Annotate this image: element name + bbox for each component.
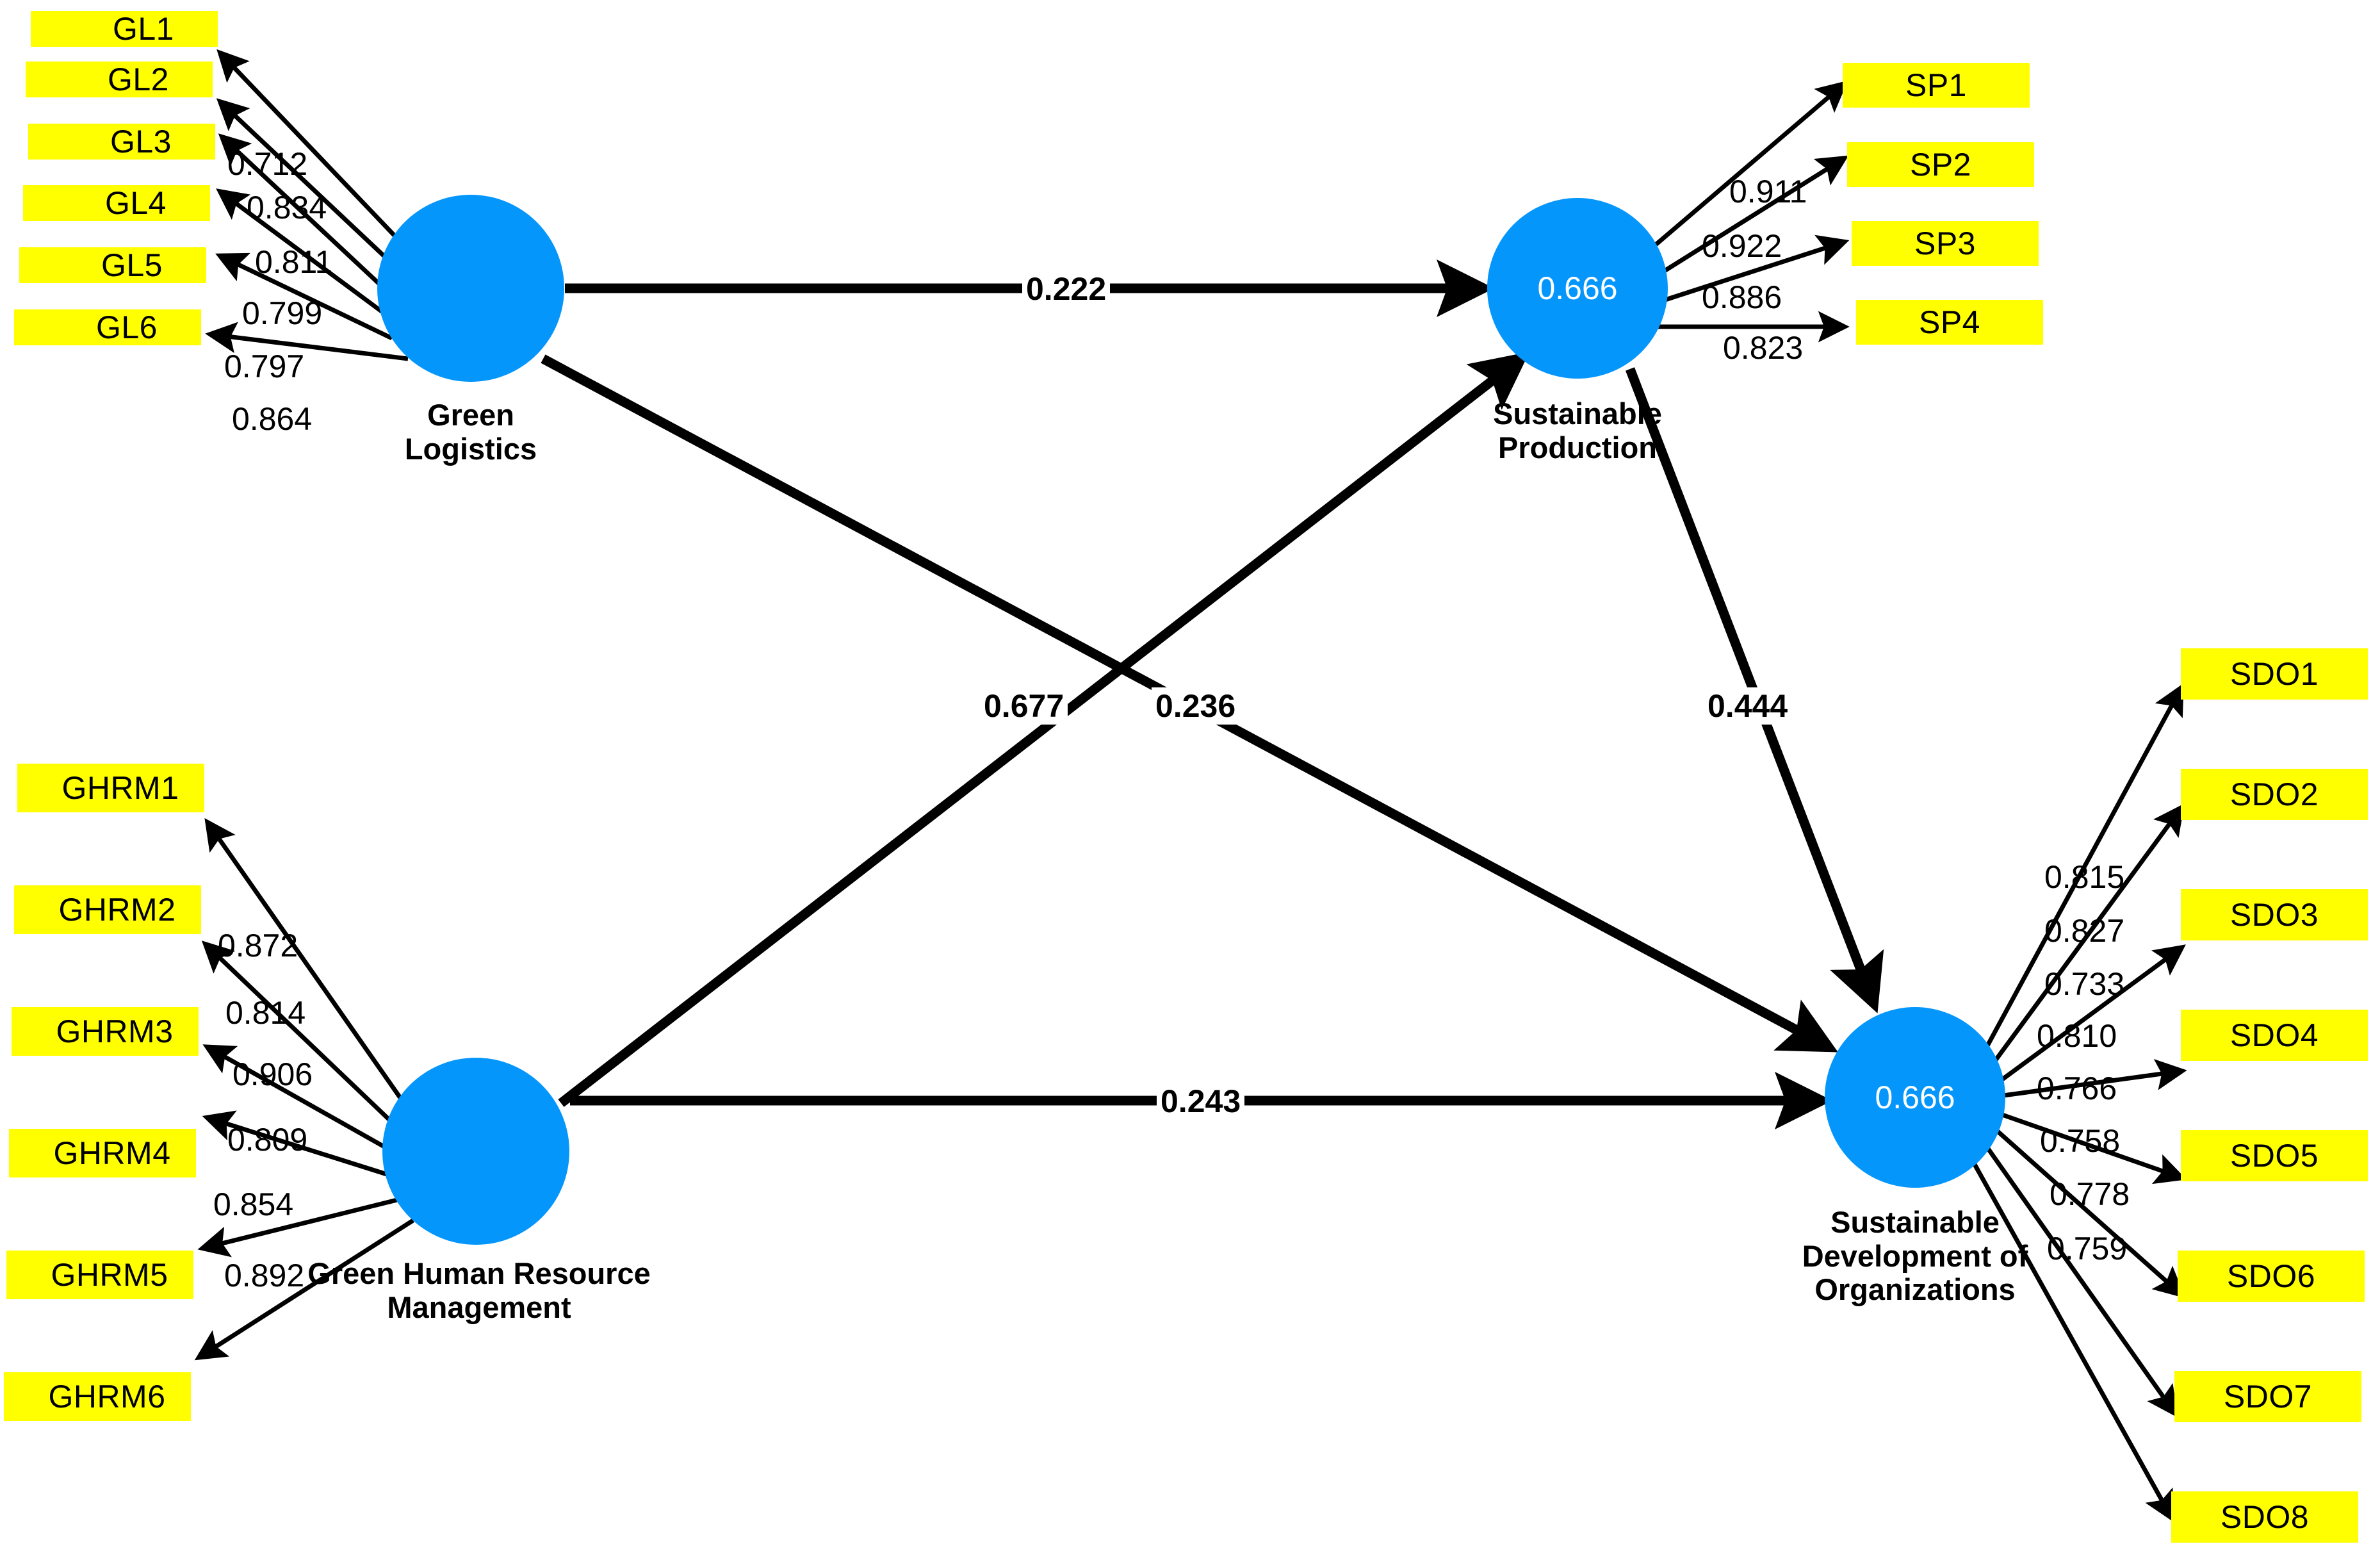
loading-label-sp3: 0.886 [1702,279,1782,315]
indicator-box-ghrm5[interactable]: GHRM5 [6,1251,193,1299]
loading-label-gl3: 0.811 [255,244,333,280]
indicator-label: GL6 [95,309,158,345]
indicator-label: GHRM3 [56,1013,174,1049]
indicator-box-sdo8[interactable]: SDO8 [2171,1491,2358,1543]
loading-label-sdo5: 0.766 [2037,1071,2117,1106]
indicator-box-ghrm4[interactable]: GHRM4 [9,1129,196,1177]
indicator-label: SP1 [1905,67,1967,103]
indicator-box-sdo6[interactable]: SDO6 [2178,1251,2365,1302]
indicator-label: SP2 [1909,147,1971,183]
indicator-label: SDO3 [2229,897,2319,933]
latent-node-sustainable-production[interactable]: 0.666 [1487,198,1668,379]
indicator-label: GL2 [107,62,169,97]
indicator-label: SDO7 [2223,1379,2313,1415]
indicator-box-sdo1[interactable]: SDO1 [2181,648,2368,700]
path-coefficient-ghrm-sp: 0.677 [980,687,1068,725]
loading-label-gl6: 0.864 [232,401,313,437]
indicator-label: GHRM2 [58,892,176,928]
indicator-box-gl1[interactable]: GL1 [31,11,218,47]
latent-node-green-logistics[interactable] [377,195,564,382]
indicator-box-gl6[interactable]: GL6 [14,309,201,345]
indicator-box-ghrm3[interactable]: GHRM3 [12,1007,199,1056]
indicator-box-gl4[interactable]: GL4 [23,185,210,221]
loading-label-sdo7: 0.778 [2050,1176,2130,1212]
loading-label-ghrm5: 0.854 [213,1186,294,1222]
indicator-label: SDO4 [2229,1017,2319,1053]
gl-loading-edges [205,49,409,361]
loading-label-ghrm3: 0.906 [232,1056,313,1092]
loading-label-sp4: 0.823 [1723,330,1804,366]
sdo-loading-edges [1970,683,2187,1523]
indicator-box-gl5[interactable]: GL5 [19,247,206,283]
ghrm-loading-edges [194,817,414,1361]
indicator-box-sp1[interactable]: SP1 [1843,63,2030,108]
loading-label-gl2: 0.834 [247,190,327,226]
path-coefficient-ghrm-sdo: 0.243 [1157,1083,1245,1120]
latent-node-sustainable-development-of-organizations[interactable]: 0.666 [1825,1007,2005,1188]
indicator-label: GHRM5 [51,1257,168,1293]
sp-loading-edges [1649,80,1850,343]
indicator-label: GHRM6 [48,1379,166,1415]
loading-label-gl5: 0.797 [224,349,305,384]
indicator-box-sdo5[interactable]: SDO5 [2181,1130,2368,1181]
path-coefficient-gl-sdo: 0.236 [1152,687,1240,725]
indicator-label: GL4 [104,185,167,221]
indicator-label: GHRM1 [61,770,179,806]
indicator-label: GL3 [110,124,172,160]
indicator-box-ghrm2[interactable]: GHRM2 [14,885,201,934]
loading-label-gl1: 0.712 [227,146,308,182]
loading-label-sdo8: 0.759 [2047,1231,2128,1267]
indicator-label: SDO6 [2226,1258,2316,1294]
latent-node-green-human-resource-management[interactable] [382,1058,569,1245]
indicator-box-sdo3[interactable]: SDO3 [2181,889,2368,940]
indicator-box-sp4[interactable]: SP4 [1856,300,2043,345]
edge-ghrm-sp [558,351,1530,1107]
indicator-box-ghrm6[interactable]: GHRM6 [4,1372,191,1421]
latent-r2-value: 0.666 [1537,270,1618,306]
loading-label-ghrm6: 0.892 [224,1258,305,1293]
indicator-box-gl3[interactable]: GL3 [28,124,215,160]
loading-label-sp2: 0.922 [1702,228,1782,264]
loading-label-sp1: 0.911 [1729,174,1807,209]
latent-label-sustainable-development-of-organizations: Sustainable Development of Organizations [1802,1205,2028,1307]
loading-label-ghrm1: 0.872 [218,928,298,964]
path-coefficient-gl-sp: 0.222 [1022,270,1111,308]
loading-label-sdo4: 0.810 [2037,1018,2117,1054]
path-coefficient-sp-sdo: 0.444 [1704,687,1792,725]
indicator-label: SDO5 [2229,1138,2319,1174]
indicator-box-gl2[interactable]: GL2 [26,62,213,97]
indicator-box-sp3[interactable]: SP3 [1852,221,2039,266]
indicator-label: SDO8 [2220,1499,2310,1535]
indicator-label: GL1 [112,11,174,47]
indicator-label: SP4 [1918,304,1980,340]
indicator-label: SP3 [1914,226,1976,261]
indicator-box-sp2[interactable]: SP2 [1847,142,2034,187]
loading-label-sdo1: 0.815 [2044,859,2125,895]
indicator-box-sdo7[interactable]: SDO7 [2174,1371,2361,1422]
latent-r2-value: 0.666 [1875,1079,1955,1115]
loading-label-ghrm2: 0.814 [225,995,306,1031]
indicator-box-sdo2[interactable]: SDO2 [2181,769,2368,820]
loading-label-sdo6: 0.758 [2040,1123,2121,1159]
loading-label-gl4: 0.799 [242,295,323,331]
loading-label-sdo3: 0.733 [2044,966,2125,1002]
latent-label-sustainable-production: Sustainable Production [1493,397,1662,464]
indicator-label: SDO1 [2229,656,2319,692]
loading-label-sdo2: 0.827 [2044,913,2125,949]
indicator-box-sdo4[interactable]: SDO4 [2181,1010,2368,1061]
indicator-label: SDO2 [2229,776,2319,812]
loading-label-ghrm4: 0.809 [227,1122,308,1158]
indicator-label: GL5 [101,247,163,283]
indicator-label: GHRM4 [53,1135,171,1171]
latent-label-green-human-resource-management: Green Human Resource Management [307,1256,651,1324]
indicator-box-ghrm1[interactable]: GHRM1 [17,764,204,812]
latent-label-green-logistics: Green Logistics [404,398,537,466]
edge-sp-sdo [1625,367,1884,1013]
